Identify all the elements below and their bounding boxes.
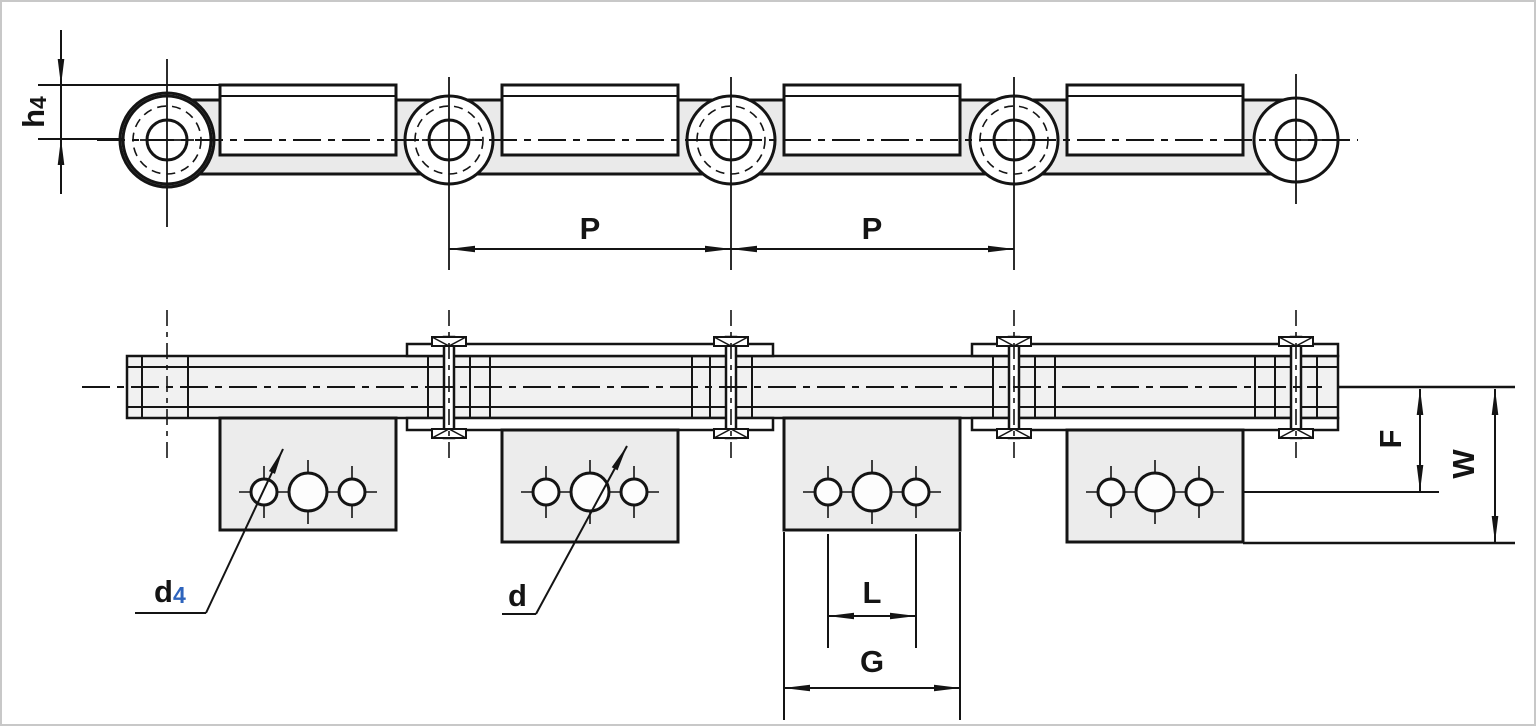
dim-label-d: d xyxy=(508,578,527,613)
dim-label-d4: d4 xyxy=(154,574,186,609)
plan-view xyxy=(82,310,1340,544)
attachment-tab-side-2 xyxy=(500,83,680,157)
outer-plate-top-2 xyxy=(970,342,1340,358)
attachment-tab-side-4 xyxy=(1065,83,1245,157)
attachment-plate-1 xyxy=(218,416,398,532)
dimension-G: G xyxy=(783,532,961,720)
dimension-d: d xyxy=(502,445,628,615)
dim-label-G: G xyxy=(860,644,884,679)
side-view xyxy=(97,59,1358,270)
dimension-h4: h4 xyxy=(16,30,221,194)
dimension-F-W: F W xyxy=(1243,385,1515,545)
attachment-tab-side-1 xyxy=(218,83,398,157)
dim-label-L: L xyxy=(863,575,882,610)
dimension-pitch-1: P xyxy=(448,211,732,253)
dim-label-P2: P xyxy=(862,211,883,246)
dimensions: h4 P P d4 d L xyxy=(16,30,1515,720)
attachment-plate-3 xyxy=(782,416,962,532)
attachment-plate-4 xyxy=(1065,428,1245,544)
dim-label-h4: h4 xyxy=(16,96,51,128)
dim-label-F: F xyxy=(1373,430,1408,449)
outer-plate-top-1 xyxy=(405,342,775,358)
dimension-pitch-2: P xyxy=(730,211,1015,253)
dim-label-W: W xyxy=(1446,449,1481,479)
dimension-d4: d4 xyxy=(135,448,284,614)
attachment-plate-2 xyxy=(500,428,680,544)
attachment-tab-side-3 xyxy=(782,83,962,157)
dim-label-P1: P xyxy=(580,211,601,246)
dimension-L: L xyxy=(827,534,917,648)
